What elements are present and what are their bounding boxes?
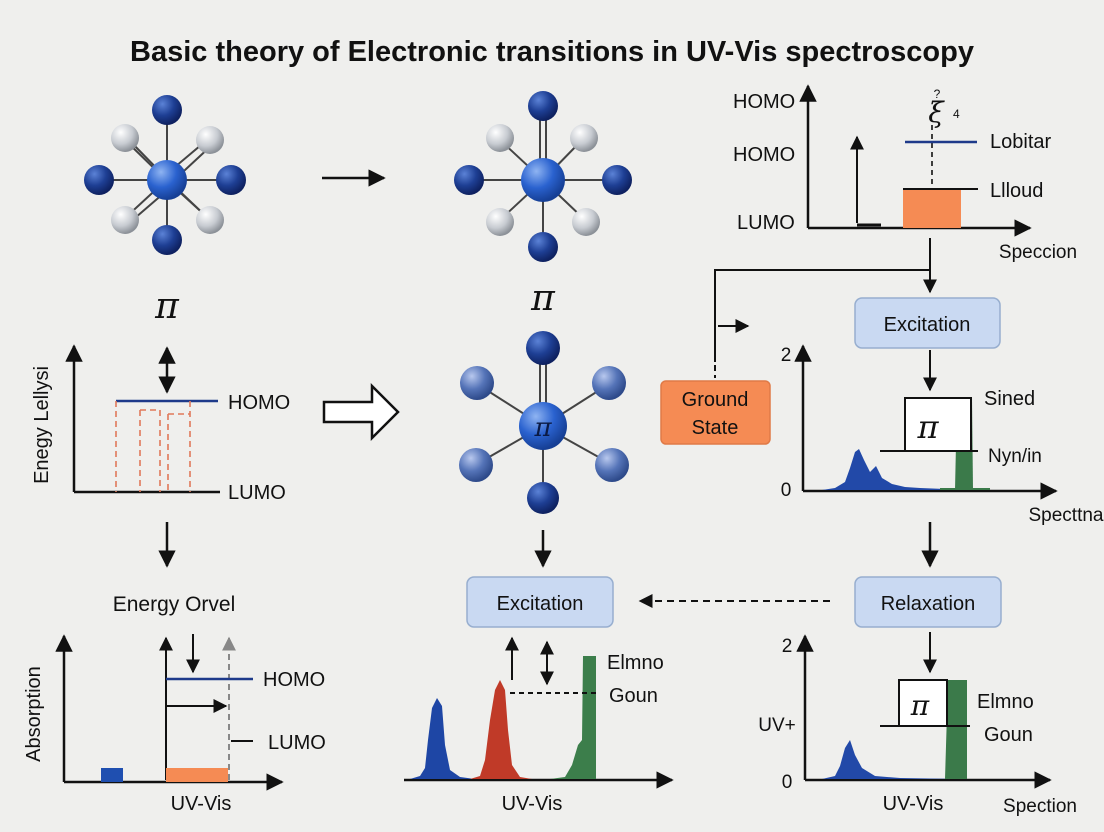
atom-grey xyxy=(111,124,139,152)
excitation-label: Excitation xyxy=(884,314,971,336)
atom-top xyxy=(152,95,182,125)
pi-box xyxy=(898,679,948,727)
atom-bottom xyxy=(528,232,558,262)
atom-right xyxy=(602,165,632,195)
atom-steel xyxy=(595,448,629,482)
atom-left xyxy=(84,165,114,195)
elmno-label: Elmno xyxy=(607,652,664,674)
red-peak xyxy=(470,680,532,779)
atom-grey xyxy=(196,206,224,234)
x-axis-label-right: Spection xyxy=(1003,796,1077,817)
y-tick-zero: 0 xyxy=(782,772,793,793)
sined-label: Sined xyxy=(984,388,1035,410)
homo-label: HOMO xyxy=(263,669,325,691)
blue-peak xyxy=(410,698,475,779)
atom-center xyxy=(147,160,187,200)
atom-bottom xyxy=(152,225,182,255)
ground-state-line1: Ground xyxy=(682,389,749,411)
pi-label-left: π xyxy=(154,286,180,327)
atom-top xyxy=(526,331,560,365)
hollow-right-arrow xyxy=(322,382,400,442)
lumo-label: LUMO xyxy=(228,482,286,504)
lloud-label: Llloud xyxy=(990,180,1043,202)
pi-label-center: π xyxy=(530,278,556,319)
atom-left xyxy=(454,165,484,195)
energy-levels-panel: HOMO LUMO Enegy Lellysi xyxy=(31,344,290,504)
green-peak xyxy=(945,680,967,779)
annotation-sup: ? xyxy=(934,87,941,101)
annotation-sub: 4 xyxy=(953,107,960,121)
atom-grey xyxy=(196,126,224,154)
center-spectrum: Elmno Goun UV-Vis xyxy=(404,636,674,815)
atom-grey xyxy=(111,206,139,234)
pi-label-atom: π xyxy=(533,413,552,443)
atom-grey xyxy=(486,208,514,236)
y-tick-top: 2 xyxy=(781,345,792,366)
molecule-top-left xyxy=(84,95,246,255)
y-axis-label: Enegy Lellysi xyxy=(31,366,53,484)
excitation-label: Excitation xyxy=(497,593,584,615)
homo-label: HOMO xyxy=(228,392,290,414)
level-label-lumo: LUMO xyxy=(737,212,795,234)
ground-state-line2: State xyxy=(692,417,739,439)
atom-top xyxy=(528,91,558,121)
atom-steel xyxy=(592,366,626,400)
atom-right xyxy=(216,165,246,195)
elmno-label: Elmno xyxy=(977,691,1034,713)
blue-peak xyxy=(822,449,955,490)
x-axis-label: Specttna xyxy=(1029,505,1104,526)
x-axis-label: UV-Vis xyxy=(502,793,563,815)
goun-label: Goun xyxy=(609,685,658,707)
level-label-homo-1: HOMO xyxy=(733,91,795,113)
x-axis-label: UV-Vis xyxy=(171,793,232,815)
panel-heading: Energy Orvel xyxy=(113,593,236,616)
pi-label: π xyxy=(916,408,939,446)
relaxation-label: Relaxation xyxy=(881,593,976,615)
x-axis-label: Speccion xyxy=(999,242,1077,263)
ground-state-box: Ground State xyxy=(660,380,771,445)
relaxation-box: Relaxation xyxy=(854,576,1002,628)
pi-label: π xyxy=(910,689,930,722)
atom-grey xyxy=(572,208,600,236)
diagram-title: Basic theory of Electronic transitions i… xyxy=(130,36,974,68)
y-axis-label: Absorption xyxy=(23,666,45,762)
molecule-middle-center: π xyxy=(459,331,629,514)
y-mid-label: UV+ xyxy=(758,715,796,736)
energy-orvel-panel: Energy Orvel Absorption HOMO LUMO UV-Vis xyxy=(23,593,326,815)
excitation-box-center: Excitation xyxy=(466,576,614,628)
bottom-right-spectrum: 2 UV+ 0 π Elmno Goun UV-Vis Spection xyxy=(758,632,1077,817)
pi-box xyxy=(904,397,972,452)
atom-center xyxy=(521,158,565,202)
y-tick-zero: 0 xyxy=(781,480,792,501)
green-peak xyxy=(550,656,596,779)
top-right-level-panel: HOMO HOMO LUMO ξ ? 4 Lobitar Llloud Spec… xyxy=(733,84,1077,263)
orange-bar xyxy=(903,189,961,228)
absorption-bar-blue xyxy=(101,768,123,782)
goun-label: Goun xyxy=(984,724,1033,746)
molecule-top-center xyxy=(454,91,632,262)
annotation-symbol: ξ xyxy=(928,96,945,129)
lobitar-label: Lobitar xyxy=(990,131,1051,153)
level-label-homo-2: HOMO xyxy=(733,144,795,166)
x-axis-label: UV-Vis xyxy=(883,793,944,815)
y-tick-top: 2 xyxy=(782,636,793,657)
atom-grey xyxy=(570,124,598,152)
nyn-label: Nyn/in xyxy=(988,446,1042,467)
absorption-bar-orange xyxy=(166,768,228,782)
lumo-label: LUMO xyxy=(268,732,326,754)
blue-peak xyxy=(822,740,960,779)
connector-line xyxy=(714,269,930,362)
atom-grey xyxy=(486,124,514,152)
atom-center xyxy=(519,402,567,450)
atom-steel xyxy=(459,448,493,482)
excitation-box-right: Excitation xyxy=(854,297,1001,349)
atom-steel xyxy=(460,366,494,400)
atom-bottom xyxy=(527,482,559,514)
middle-right-spectrum: 2 0 π Sined Nyn/in Specttna xyxy=(781,344,1104,526)
